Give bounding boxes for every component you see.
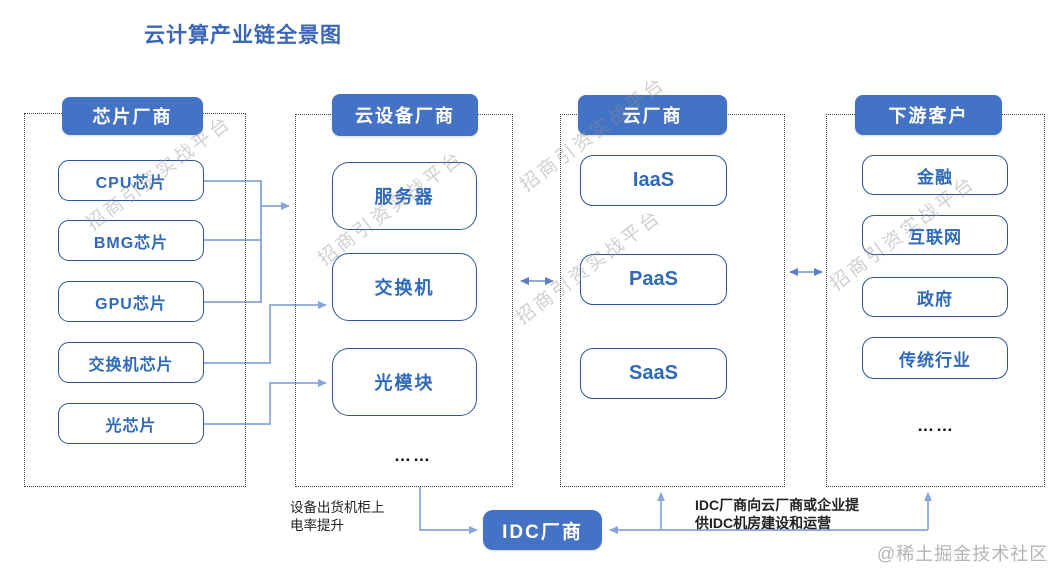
- node-internet: 互联网: [862, 215, 1008, 255]
- ellipsis-downstream: ……: [917, 416, 955, 435]
- node-bmg-chip: BMG芯片: [58, 220, 204, 261]
- header-chip-vendors: 芯片厂商: [62, 97, 203, 135]
- node-switch-chip: 交换机芯片: [58, 342, 204, 383]
- ellipsis-cloud-equipment: ……: [394, 446, 432, 465]
- header-downstream-customers: 下游客户: [855, 95, 1002, 135]
- node-paas: PaaS: [580, 254, 727, 305]
- node-finance: 金融: [862, 155, 1008, 195]
- annotation-idc-service-line1: IDC厂商向云厂商或企业提: [695, 497, 860, 513]
- annotation-rack-power: 设备出货机柜上 电率提升: [290, 499, 385, 535]
- header-cloud-equipment-vendors: 云设备厂商: [332, 94, 478, 136]
- node-saas: SaaS: [580, 348, 727, 399]
- node-cpu-chip: CPU芯片: [58, 160, 204, 201]
- node-gpu-chip: GPU芯片: [58, 281, 204, 322]
- node-idc-vendor: IDC厂商: [483, 510, 602, 550]
- header-cloud-vendors: 云厂商: [578, 95, 727, 135]
- node-switch: 交换机: [332, 253, 477, 321]
- page-title: 云计算产业链全景图: [144, 24, 342, 47]
- annotation-idc-service-line2: 供IDC机房建设和运营: [695, 515, 832, 531]
- annotation-rack-power-line2: 电率提升: [290, 518, 344, 533]
- chip-bus-line: [204, 180, 262, 303]
- community-credit: @稀土掘金技术社区: [877, 544, 1049, 564]
- node-optical-chip: 光芯片: [58, 403, 204, 444]
- arrow-equipment-to-idc: [419, 487, 478, 534]
- node-server: 服务器: [332, 162, 477, 230]
- annotation-idc-service: IDC厂商向云厂商或企业提 供IDC机房建设和运营: [695, 496, 859, 532]
- node-optical-module: 光模块: [332, 348, 477, 416]
- node-iaas: IaaS: [580, 155, 727, 206]
- arrow-to-switch: [204, 301, 327, 364]
- node-traditional-industry: 传统行业: [862, 337, 1008, 379]
- node-government: 政府: [862, 277, 1008, 317]
- arrow-to-optical-module: [204, 379, 327, 425]
- annotation-rack-power-line1: 设备出货机柜上: [290, 500, 385, 515]
